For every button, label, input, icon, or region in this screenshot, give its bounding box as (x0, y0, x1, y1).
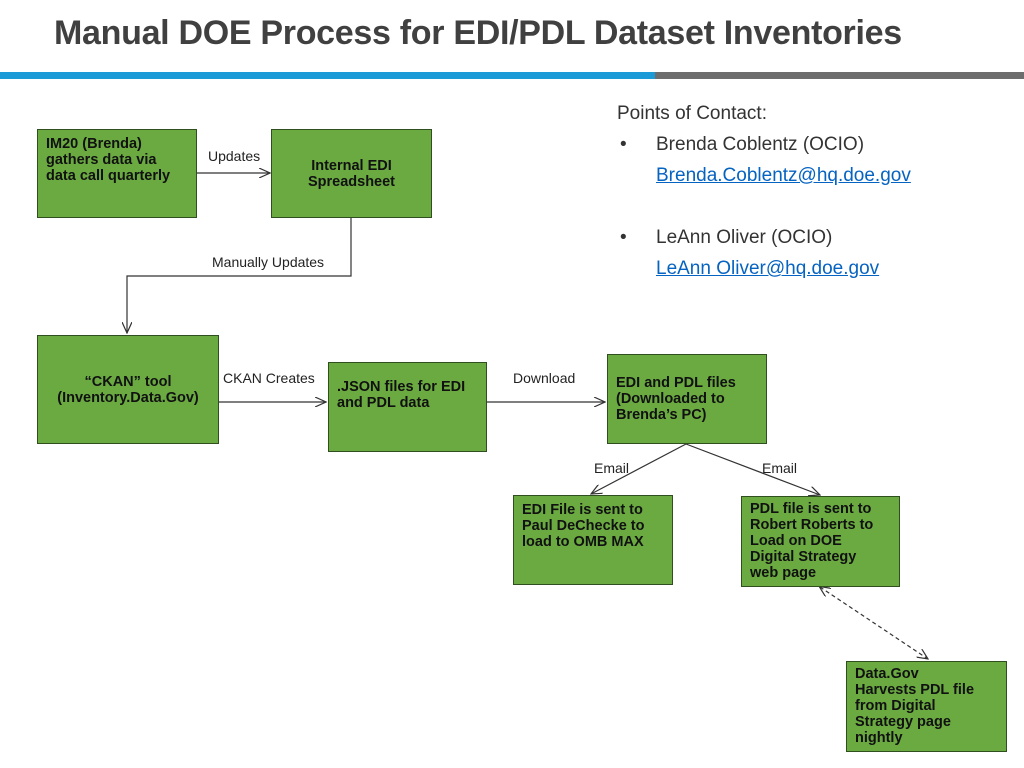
node-im20: IM20 (Brenda) gathers data via data call… (37, 129, 197, 218)
page-title: Manual DOE Process for EDI/PDL Dataset I… (54, 14, 902, 52)
node-pdl-file-sent-label: PDL file is sent to Robert Roberts to Lo… (750, 501, 874, 581)
node-im20-label: IM20 (Brenda) gathers data via data call… (46, 136, 171, 184)
contact-email-link[interactable]: LeAnn Oliver@hq.doe.gov (656, 258, 880, 279)
node-edi-pdl-files: EDI and PDL files (Downloaded to Brenda’… (607, 354, 767, 444)
bullet-icon: • (620, 227, 627, 248)
contact-entry-brenda: • Brenda Coblentz (OCIO) Brenda.Coblentz… (617, 129, 1017, 191)
edge-email-left (591, 443, 687, 494)
node-ckan-tool: “CKAN” tool (Inventory.Data.Gov) (37, 335, 219, 444)
edge-email-right (685, 443, 820, 495)
node-json-files-label: .JSON files for EDI and PDL data (337, 379, 466, 411)
edge-label-ckan-creates: CKAN Creates (223, 370, 315, 386)
bullet-icon: • (620, 134, 627, 155)
node-json-files: .JSON files for EDI and PDL data (328, 362, 487, 452)
contact-name: Brenda Coblentz (OCIO) (656, 134, 865, 155)
node-data-gov-label: Data.Gov Harvests PDL file from Digital … (855, 666, 975, 746)
points-of-contact: Points of Contact: • Brenda Coblentz (OC… (617, 98, 1017, 284)
node-edi-file-sent: EDI File is sent to Paul DeChecke to loa… (513, 495, 673, 585)
node-data-gov: Data.Gov Harvests PDL file from Digital … (846, 661, 1007, 752)
title-rule-gray (655, 72, 1024, 79)
edge-label-updates: Updates (208, 148, 260, 164)
edge-harvest-dashed (820, 587, 928, 659)
edge-label-email-left: Email (594, 460, 629, 476)
edge-label-download: Download (513, 370, 575, 386)
title-rule-blue (0, 72, 655, 79)
contact-entry-leann: • LeAnn Oliver (OCIO) LeAnn Oliver@hq.do… (617, 222, 1017, 284)
node-edi-file-sent-label: EDI File is sent to Paul DeChecke to loa… (522, 502, 645, 550)
node-pdl-file-sent: PDL file is sent to Robert Roberts to Lo… (741, 496, 900, 587)
node-ckan-tool-label: “CKAN” tool (Inventory.Data.Gov) (57, 373, 199, 406)
edge-label-email-right: Email (762, 460, 797, 476)
contact-name: LeAnn Oliver (OCIO) (656, 227, 833, 248)
node-internal-edi-label: Internal EDI Spreadsheet (307, 157, 396, 190)
edge-manually-updates (127, 218, 352, 333)
node-edi-pdl-files-label: EDI and PDL files (Downloaded to Brenda’… (616, 375, 736, 423)
edge-label-manually-updates: Manually Updates (212, 254, 324, 270)
contact-email-link[interactable]: Brenda.Coblentz@hq.doe.gov (656, 165, 911, 186)
node-internal-edi: Internal EDI Spreadsheet (271, 129, 432, 218)
contacts-heading: Points of Contact: (617, 103, 767, 124)
